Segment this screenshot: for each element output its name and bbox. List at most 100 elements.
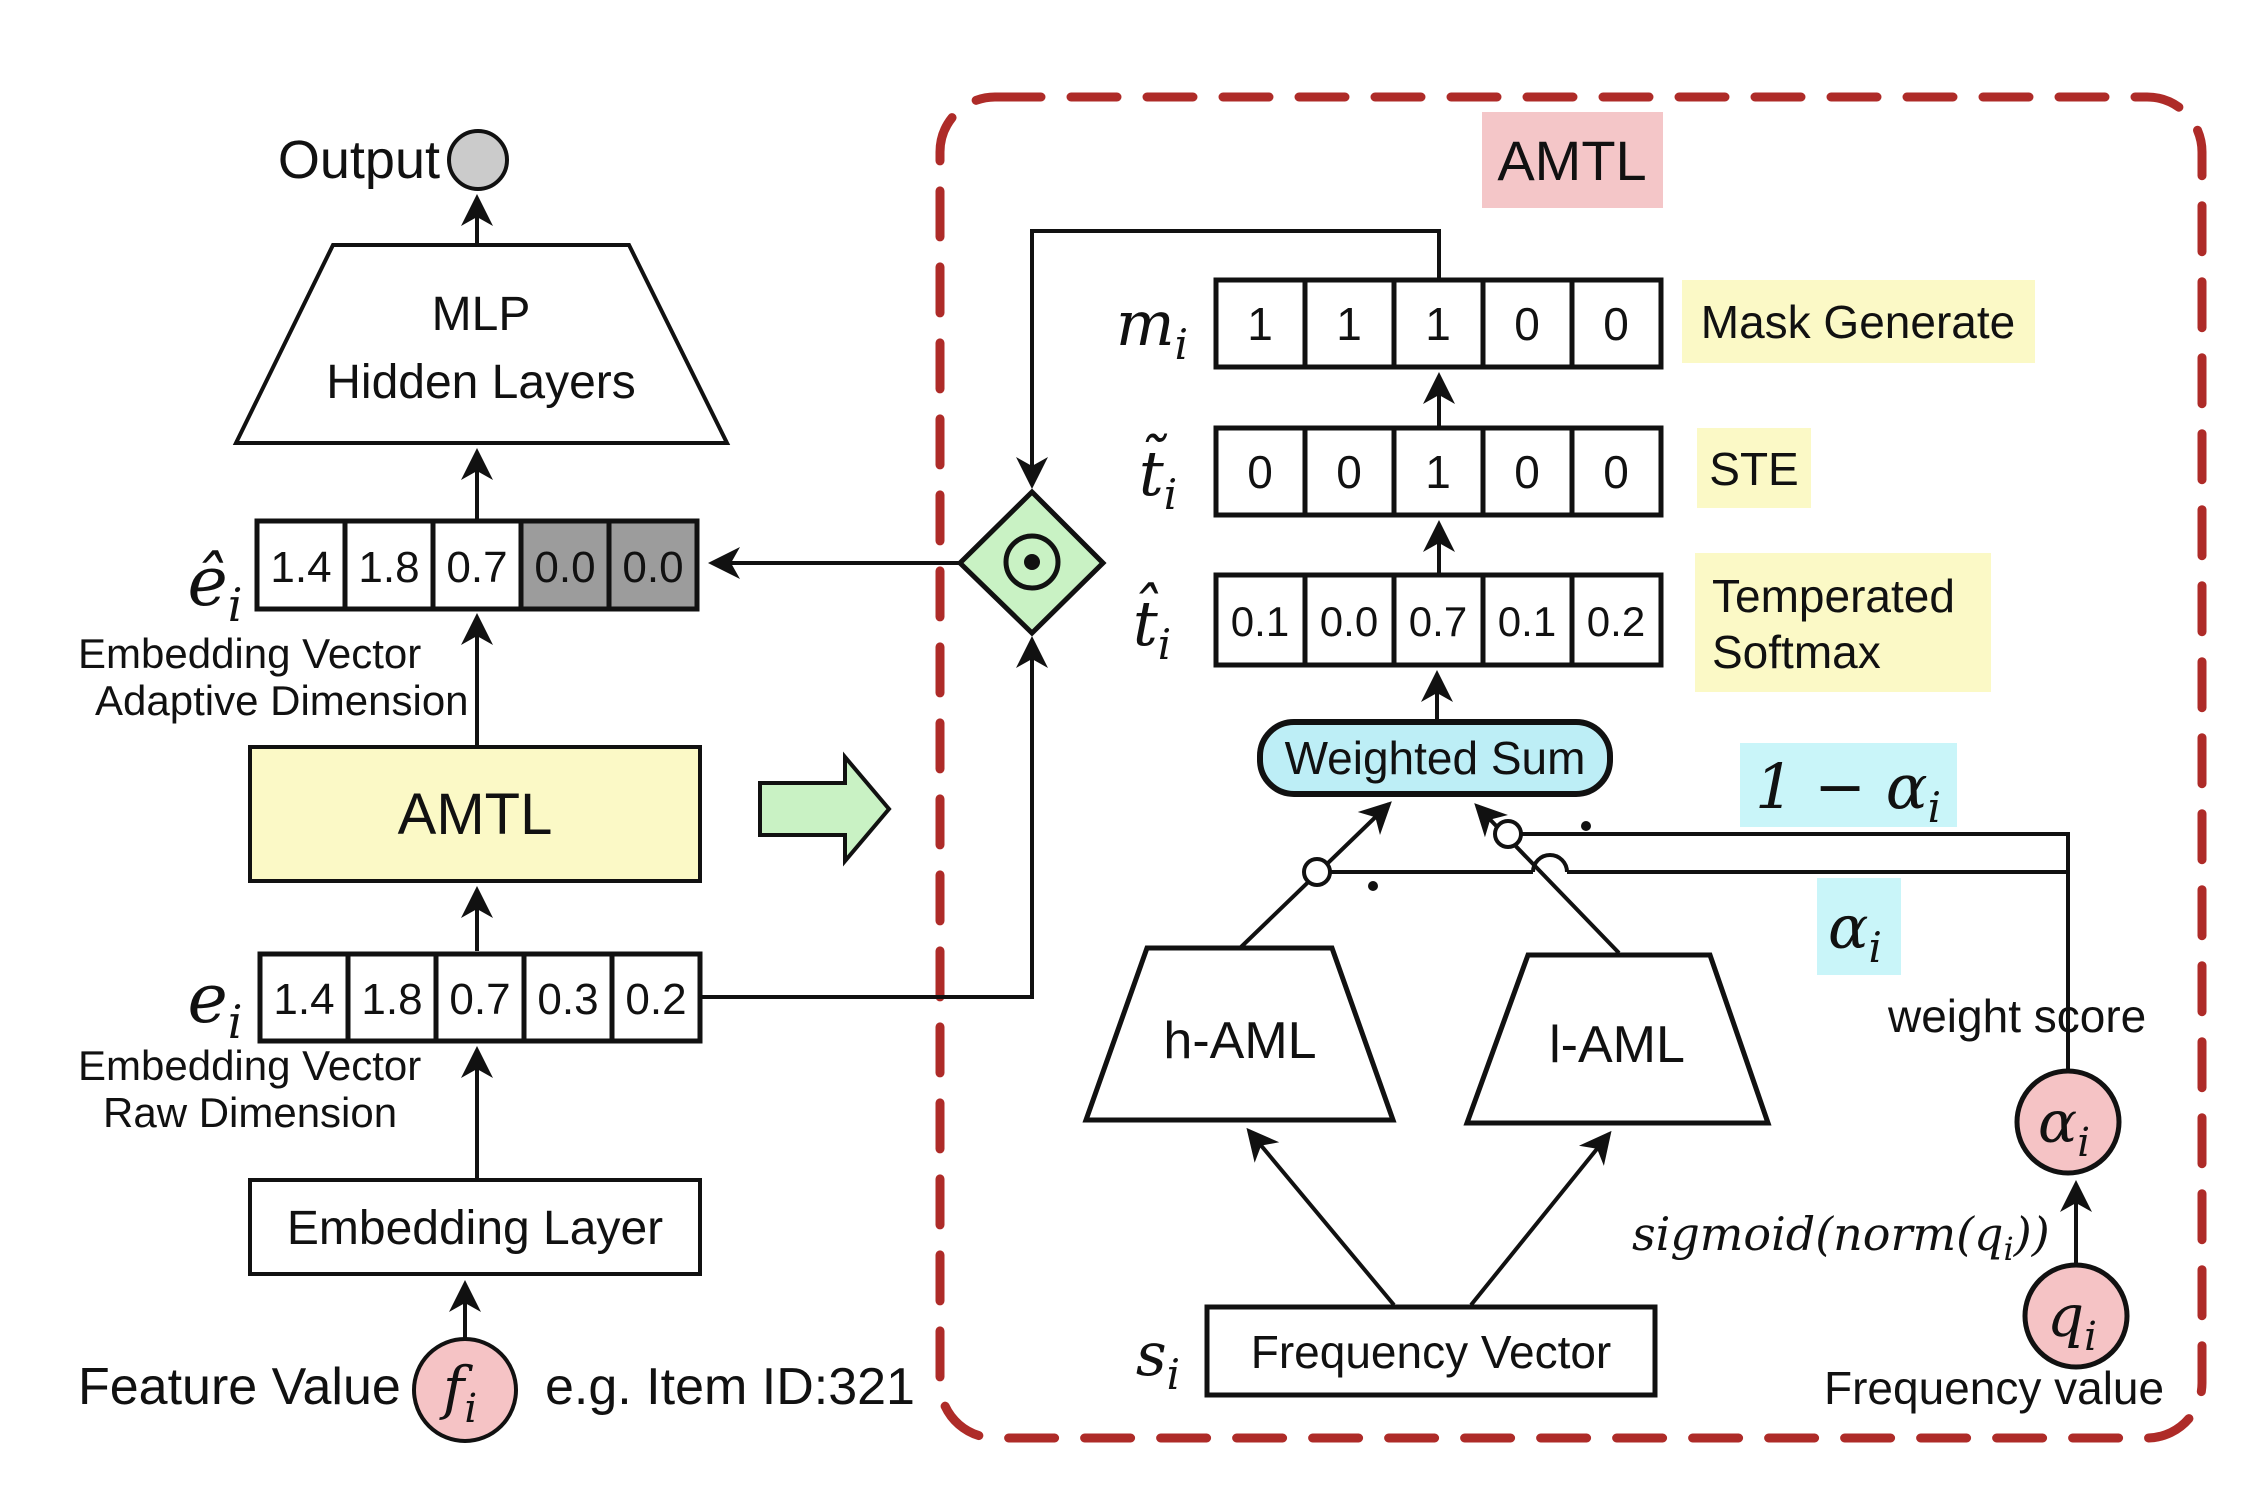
cell-value: 0	[1603, 446, 1629, 498]
temperated-softmax-label-line1: Temperated	[1712, 570, 1955, 622]
amtl-block-label: AMTL	[398, 782, 553, 847]
temperated-softmax-label-line2: Softmax	[1712, 626, 1881, 678]
one-minus-alpha-label: 1 − αi	[1755, 750, 1941, 832]
amtl-title: AMTL	[1497, 129, 1646, 192]
feature-value-node	[412, 1337, 518, 1443]
cell-value: 0.7	[449, 975, 510, 1024]
vector-cell-masked	[518, 518, 612, 612]
cell-value: 0	[1514, 298, 1540, 350]
m-label: mi	[1116, 287, 1188, 369]
cell-value: 0.0	[534, 543, 595, 592]
cell-value: 0.0	[622, 543, 683, 592]
t-hat-label: t̂i	[1133, 582, 1171, 669]
amtl-title-highlight	[1482, 112, 1663, 208]
cell-value: 0	[1247, 446, 1273, 498]
alpha-score-node	[2014, 1068, 2122, 1176]
cell-value: 0.2	[1587, 598, 1645, 645]
vector-cell	[1569, 425, 1664, 518]
vector-cell	[342, 518, 436, 612]
alpha-highlight	[1817, 878, 1901, 975]
multiply-node-icon	[1302, 857, 1332, 887]
link-freq-to-haml	[1246, 1127, 1396, 1307]
weighted-sum-pill	[1257, 719, 1613, 797]
vector-cell	[1391, 572, 1486, 668]
example-caption: e.g. Item ID:321	[545, 1358, 915, 1416]
ste-label: STE	[1709, 443, 1798, 495]
alpha-node-label: αi	[2038, 1088, 2090, 1166]
embedding-vector-caption-bottom: Embedding Vector	[78, 1042, 421, 1089]
cell-value: 1	[1425, 298, 1451, 350]
alpha-wire	[1317, 853, 2068, 874]
ehat-label: êi	[188, 543, 243, 632]
mlp-trapezoid	[232, 243, 731, 445]
mlp-label-line1: MLP	[432, 288, 531, 341]
link-mask-to-odot	[1016, 229, 1441, 489]
alpha-weight-label: αi	[1828, 893, 1882, 972]
s-label: si	[1136, 1320, 1180, 1399]
vector-cell	[1480, 425, 1575, 518]
multiply-dot-icon	[1368, 881, 1378, 891]
odot-dot-icon	[1024, 554, 1040, 570]
cell-value: 1.8	[358, 543, 419, 592]
cell-value: 0.2	[625, 975, 686, 1024]
amtl-block	[248, 745, 702, 883]
vector-cell	[1213, 425, 1308, 518]
link-e-to-odot	[700, 636, 1048, 999]
cell-value: 0.1	[1231, 598, 1289, 645]
ste-vector-row: 0 0 1 0 0	[1213, 425, 1664, 518]
sigmoid-caption: sigmoid(norm(qi))	[1632, 1207, 2050, 1268]
weight-score-caption: weight score	[1887, 990, 2146, 1042]
embedding-vector-caption-top: Embedding Vector	[78, 630, 421, 677]
vector-cell	[521, 951, 615, 1044]
one-minus-alpha-highlight	[1740, 743, 1957, 827]
vector-cell	[433, 951, 527, 1044]
vector-cell	[1569, 572, 1664, 668]
l-aml-trapezoid	[1463, 952, 1772, 1126]
mlp-label-line2: Hidden Layers	[326, 356, 636, 409]
h-aml-trapezoid	[1082, 945, 1397, 1123]
amtl-dashed-container	[935, 92, 2207, 1443]
t-tilde-label: t̃i	[1139, 433, 1177, 519]
multiply-dot-icon	[1581, 821, 1591, 831]
link-freq-to-laml	[1469, 1130, 1612, 1307]
feature-value-caption: Feature Value	[78, 1358, 401, 1416]
cell-value: 0.3	[537, 975, 598, 1024]
output-node	[447, 129, 509, 191]
ste-tag	[1697, 428, 1811, 508]
cell-value: 1	[1425, 446, 1451, 498]
expand-arrow-icon	[758, 751, 892, 867]
mask-generate-label: Mask Generate	[1701, 296, 2015, 348]
cell-value: 0.0	[1320, 598, 1378, 645]
vector-cell	[1569, 277, 1664, 370]
vector-cell	[430, 518, 524, 612]
frequency-vector-box	[1204, 1304, 1658, 1398]
cell-value: 1.4	[273, 975, 334, 1024]
softmax-vector-row: 0.1 0.0 0.7 0.1 0.2	[1213, 572, 1664, 668]
l-aml-label: l-AML	[1549, 1016, 1685, 1074]
cell-value: 1.4	[270, 543, 331, 592]
cell-value: 1	[1247, 298, 1273, 350]
h-aml-label: h-AML	[1163, 1012, 1316, 1070]
cell-value: 1	[1336, 298, 1362, 350]
cell-value: 0.1	[1498, 598, 1556, 645]
vector-cell	[257, 951, 351, 1044]
odot-circle-icon	[1003, 533, 1061, 591]
vector-cell	[1213, 277, 1308, 370]
cell-value: 0	[1336, 446, 1362, 498]
raw-dimension-caption: Raw Dimension	[103, 1089, 397, 1136]
e-label: ei	[188, 960, 243, 1049]
multiply-node-icon	[1493, 819, 1523, 849]
frequency-value-caption: Frequency value	[1824, 1362, 2164, 1414]
ehat-vector-row: 1.4 1.8 0.7 0.0 0.0	[254, 518, 700, 612]
cell-value: 0.7	[446, 543, 507, 592]
cell-value: 0	[1514, 446, 1540, 498]
vector-cell	[1302, 425, 1397, 518]
frequency-vector-label: Frequency Vector	[1251, 1326, 1612, 1378]
frequency-value-node	[2022, 1262, 2130, 1370]
cell-value: 1.8	[361, 975, 422, 1024]
vector-cell	[1480, 277, 1575, 370]
e-vector-row: 1.4 1.8 0.7 0.3 0.2	[257, 951, 703, 1044]
embedding-layer-box	[248, 1178, 702, 1276]
vector-cell	[1302, 277, 1397, 370]
